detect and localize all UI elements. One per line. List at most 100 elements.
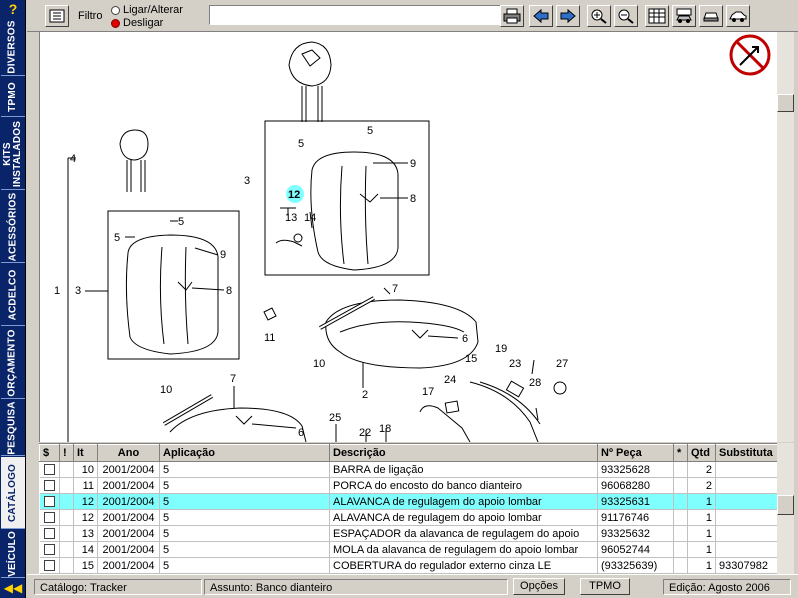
callout-22: 22 xyxy=(359,427,371,439)
application-cell: 5 xyxy=(159,509,330,526)
item-cell: 10 xyxy=(73,461,98,478)
car-settings-button[interactable] xyxy=(672,5,696,27)
star-cell xyxy=(673,557,688,574)
col-description[interactable]: Descrição xyxy=(329,444,598,462)
row-checkbox[interactable] xyxy=(43,560,55,572)
qty-cell: 1 xyxy=(687,525,716,542)
row-checkbox[interactable] xyxy=(43,512,55,524)
col-price[interactable]: $ xyxy=(39,444,60,462)
forward-button[interactable] xyxy=(556,5,580,27)
callout-13: 13 xyxy=(285,212,297,224)
tab-orcamento[interactable]: ORÇAMENTO xyxy=(1,327,25,399)
grid-button[interactable] xyxy=(645,5,669,27)
tab-pesquisa[interactable]: PESQUISA xyxy=(1,400,25,456)
collapse-sidebar-button[interactable]: ◀◀ xyxy=(2,580,24,596)
parts-diagram[interactable]: 1 3 4 5 5 8 9 11 3 5 5 12 13 14 8 9 7 6 … xyxy=(39,32,777,442)
checkbox[interactable] xyxy=(39,477,60,494)
callout-5: 5 xyxy=(114,232,120,244)
callout-17: 17 xyxy=(422,386,434,398)
alert-cell xyxy=(59,461,74,478)
callout-23: 23 xyxy=(509,358,521,370)
alert-cell xyxy=(59,525,74,542)
selected-callout-highlight xyxy=(286,185,304,203)
tab-kits-instalados[interactable]: KITS INSTALADOS xyxy=(1,118,25,190)
radio-enable[interactable]: Ligar/Alterar xyxy=(111,4,183,16)
zoom-in-button[interactable] xyxy=(587,5,611,27)
car-side-icon xyxy=(729,11,747,22)
tpmo-button[interactable]: TPMO xyxy=(580,578,630,595)
substitute-cell xyxy=(715,509,780,526)
callout-6: 6 xyxy=(462,333,468,345)
application-cell: 5 xyxy=(159,461,330,478)
back-button[interactable] xyxy=(529,5,553,27)
checkbox[interactable] xyxy=(39,509,60,526)
col-year[interactable]: Ano xyxy=(97,444,160,462)
zoom-out-button[interactable] xyxy=(614,5,638,27)
car-settings-icon xyxy=(676,8,692,23)
tab-tpmo[interactable]: TPMO xyxy=(1,77,25,117)
filter-input[interactable] xyxy=(209,5,513,25)
radio-button[interactable] xyxy=(111,5,120,15)
tab-label: CATÁLOGO xyxy=(7,463,19,522)
callout-19: 19 xyxy=(495,343,507,355)
alert-cell xyxy=(59,509,74,526)
col-item[interactable]: It xyxy=(73,444,98,462)
col-part-number[interactable]: Nº Peça xyxy=(597,444,674,462)
col-qty[interactable]: Qtd xyxy=(687,444,716,462)
tab-veiculo[interactable]: VEÍCULO xyxy=(1,530,25,578)
tab-acdelco[interactable]: ACDELCO xyxy=(1,264,25,326)
seat-illustration: 1 3 4 5 5 8 9 11 3 5 5 12 13 14 8 9 7 6 … xyxy=(54,34,771,442)
car-side-button[interactable] xyxy=(726,5,750,27)
tab-acessorios[interactable]: ACESSÓRIOS xyxy=(1,191,25,263)
row-checkbox[interactable] xyxy=(43,544,55,556)
table-scrollbar[interactable] xyxy=(777,443,794,574)
scrollbar-thumb[interactable] xyxy=(777,495,794,515)
checkbox[interactable] xyxy=(39,493,60,510)
callout-4: 4 xyxy=(70,153,76,165)
item-cell: 12 xyxy=(73,493,98,510)
help-button[interactable]: ? xyxy=(2,1,24,17)
diagram-scrollbar[interactable] xyxy=(777,32,794,442)
part-number-cell: 91176746 xyxy=(597,509,674,526)
radio-button[interactable] xyxy=(111,18,120,28)
col-substitute[interactable]: Substituta xyxy=(715,444,780,462)
qty-cell: 1 xyxy=(687,557,716,574)
col-application[interactable]: Aplicação xyxy=(159,444,330,462)
checkbox[interactable] xyxy=(39,541,60,558)
options-button[interactable]: Opções xyxy=(513,578,565,595)
print-button[interactable] xyxy=(500,5,524,27)
row-checkbox[interactable] xyxy=(43,464,55,476)
checkbox[interactable] xyxy=(39,557,60,574)
callout-25: 25 xyxy=(329,412,341,424)
col-alert[interactable]: ! xyxy=(59,444,74,462)
car-front-button[interactable] xyxy=(699,5,723,27)
row-checkbox[interactable] xyxy=(43,496,55,508)
year-cell: 2001/2004 xyxy=(97,461,160,478)
part-number-cell: 93325631 xyxy=(597,493,674,510)
checkbox[interactable] xyxy=(39,525,60,542)
part-number-cell: 96052744 xyxy=(597,541,674,558)
scrollbar-thumb[interactable] xyxy=(777,94,794,112)
tab-label: ACESSÓRIOS xyxy=(7,192,18,261)
callout-5: 5 xyxy=(178,216,184,228)
callout-14: 14 xyxy=(304,212,316,224)
col-star[interactable]: * xyxy=(673,444,688,462)
item-cell: 12 xyxy=(73,509,98,526)
tab-diversos[interactable]: DIVERSOS xyxy=(1,18,25,76)
row-checkbox[interactable] xyxy=(43,480,55,492)
tab-catalogo[interactable]: CATÁLOGO xyxy=(1,457,25,529)
filter-list-icon[interactable] xyxy=(45,5,69,27)
row-checkbox[interactable] xyxy=(43,528,55,540)
checkbox[interactable] xyxy=(39,461,60,478)
no-vehicle-icon xyxy=(729,34,771,76)
qty-cell: 1 xyxy=(687,541,716,558)
radio-disable[interactable]: Desligar xyxy=(111,17,163,29)
filter-label: Filtro xyxy=(78,10,103,22)
